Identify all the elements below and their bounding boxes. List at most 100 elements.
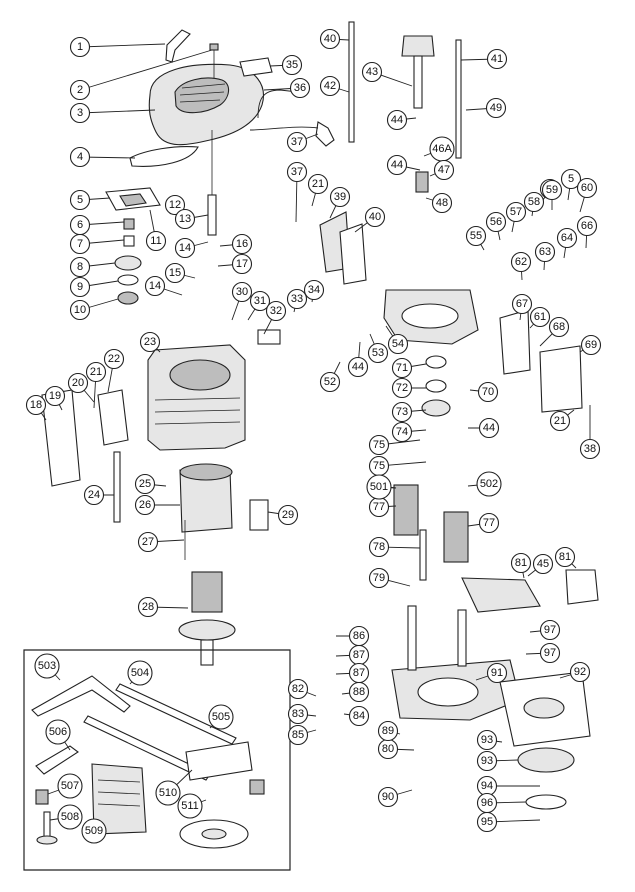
callout-number: 9 — [77, 281, 83, 293]
callout-91: 91 — [475, 662, 508, 684]
callout-number: 26 — [139, 499, 151, 511]
callout-61: 61 — [529, 306, 551, 329]
callout-number: 88 — [353, 686, 365, 698]
switch-lever — [165, 29, 191, 63]
callout-number: 44 — [391, 114, 403, 126]
callout-number: 14 — [179, 242, 191, 254]
bar-502 — [115, 683, 237, 745]
callout-69: 69 — [579, 334, 602, 356]
callout-number: 505 — [212, 711, 230, 723]
dust-nozzle-79 — [565, 569, 599, 605]
accessory-inset-frame — [23, 649, 291, 871]
callout-62: 62 — [510, 251, 532, 281]
callout-41: 41 — [460, 48, 508, 70]
callout-number: 34 — [308, 284, 320, 296]
callout-75: 75 — [368, 434, 421, 456]
callout-44: 44 — [468, 417, 500, 439]
callout-number: 82 — [292, 683, 304, 695]
callout-74: 74 — [391, 421, 427, 443]
callout-number: 17 — [236, 258, 248, 270]
callout-number: 14 — [149, 280, 161, 292]
cord-36 — [249, 89, 335, 147]
callout-number: 96 — [481, 797, 493, 809]
callout-14: 14 — [174, 237, 209, 259]
callout-54: 54 — [385, 325, 409, 355]
callout-35: 35 — [269, 54, 303, 76]
callout-70: 70 — [469, 381, 499, 403]
callout-number: 78 — [373, 541, 385, 553]
callout-83: 83 — [287, 703, 317, 725]
callout-number: 29 — [282, 509, 294, 521]
callout-33: 33 — [286, 288, 308, 313]
callout-number: 86 — [353, 630, 365, 642]
callout-labels: 1234567891011121314141516171819202121212… — [25, 28, 602, 844]
callout-52: 52 — [319, 361, 341, 393]
bar-503 — [83, 715, 211, 781]
callout-number: 19 — [49, 390, 61, 402]
callout-number: 75 — [373, 439, 385, 451]
callout-92: 92 — [559, 661, 591, 683]
callout-82: 82 — [287, 678, 317, 700]
callout-number: 90 — [382, 791, 394, 803]
callout-9: 9 — [69, 276, 119, 298]
callout-19: 19 — [44, 385, 66, 411]
callout-number: 49 — [490, 102, 502, 114]
callout-60: 60 — [576, 177, 598, 213]
callout-number: 74 — [396, 426, 408, 438]
callout-number: 77 — [483, 517, 495, 529]
callout-93: 93 — [476, 729, 503, 751]
carbon-brush-32 — [257, 329, 281, 345]
callout-48: 48 — [425, 192, 453, 214]
callout-45: 45 — [527, 553, 554, 577]
callout-number: 507 — [61, 780, 79, 792]
callout-number: 16 — [236, 238, 248, 250]
callout-511: 511 — [177, 793, 207, 819]
label-plate-35 — [239, 57, 273, 77]
callout-number: 84 — [353, 710, 365, 722]
callout-88: 88 — [341, 681, 370, 703]
callout-26: 26 — [134, 494, 180, 516]
callout-number: 63 — [539, 246, 551, 258]
callout-31: 31 — [247, 290, 271, 321]
lock-lever-22 — [97, 389, 129, 446]
callout-73: 73 — [391, 401, 427, 423]
callout-number: 501 — [370, 481, 388, 493]
callout-40: 40 — [354, 206, 386, 233]
callout-25: 25 — [134, 473, 167, 495]
callout-80: 80 — [377, 738, 415, 760]
callout-77: 77 — [467, 512, 500, 534]
callout-44: 44 — [386, 154, 421, 176]
sub-base-90 — [499, 671, 591, 747]
callout-number: 37 — [291, 136, 303, 148]
small-parts-6-10 — [114, 218, 142, 305]
callout-21: 21 — [85, 361, 107, 409]
callout-510: 510 — [155, 769, 193, 806]
callout-29: 29 — [267, 504, 299, 526]
callout-56: 56 — [485, 211, 507, 241]
screw-2 — [209, 43, 219, 78]
callout-44: 44 — [347, 341, 369, 378]
callout-number: 73 — [396, 406, 408, 418]
callout-21: 21 — [307, 173, 329, 207]
callout-49: 49 — [465, 97, 507, 119]
switch-5 — [105, 187, 161, 211]
callout-66: 66 — [576, 215, 598, 249]
callout-number: 68 — [553, 321, 565, 333]
side-cover-64-67 — [499, 309, 583, 413]
callout-47: 47 — [429, 159, 455, 181]
stator-26 — [179, 463, 233, 533]
callout-number: 80 — [382, 743, 394, 755]
callout-number: 53 — [372, 347, 384, 359]
callout-number: 77 — [373, 501, 385, 513]
callout-number: 3 — [77, 107, 83, 119]
callout-number: 11 — [150, 235, 161, 247]
top-handle-cover — [148, 63, 264, 146]
rod-76 — [419, 529, 427, 581]
callout-58: 58 — [523, 191, 545, 217]
depth-lever-39 — [339, 223, 367, 285]
callout-97: 97 — [529, 619, 561, 641]
guide-506 — [36, 811, 58, 845]
callout-number: 97 — [544, 647, 556, 659]
brush-29 — [249, 499, 269, 531]
callout-number: 41 — [491, 53, 503, 65]
